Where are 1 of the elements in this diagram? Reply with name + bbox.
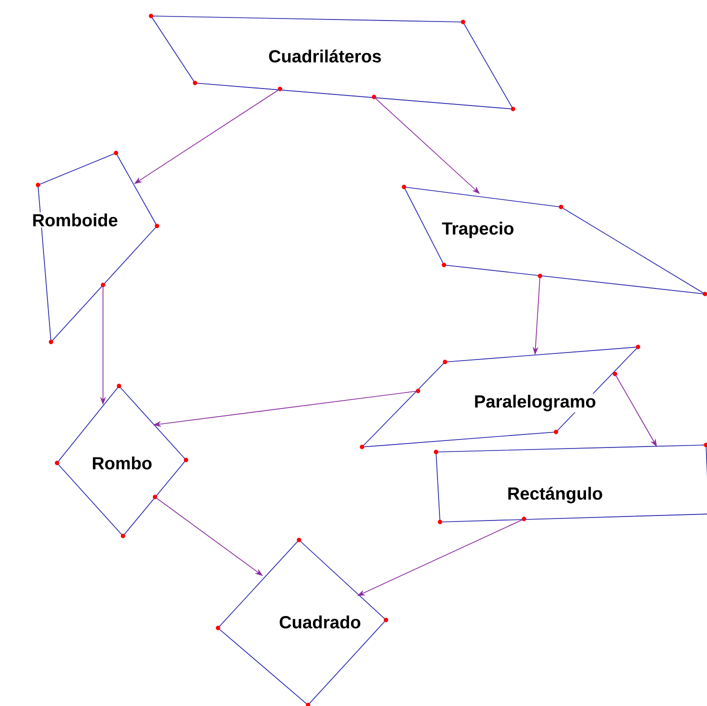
arrow <box>374 96 480 194</box>
